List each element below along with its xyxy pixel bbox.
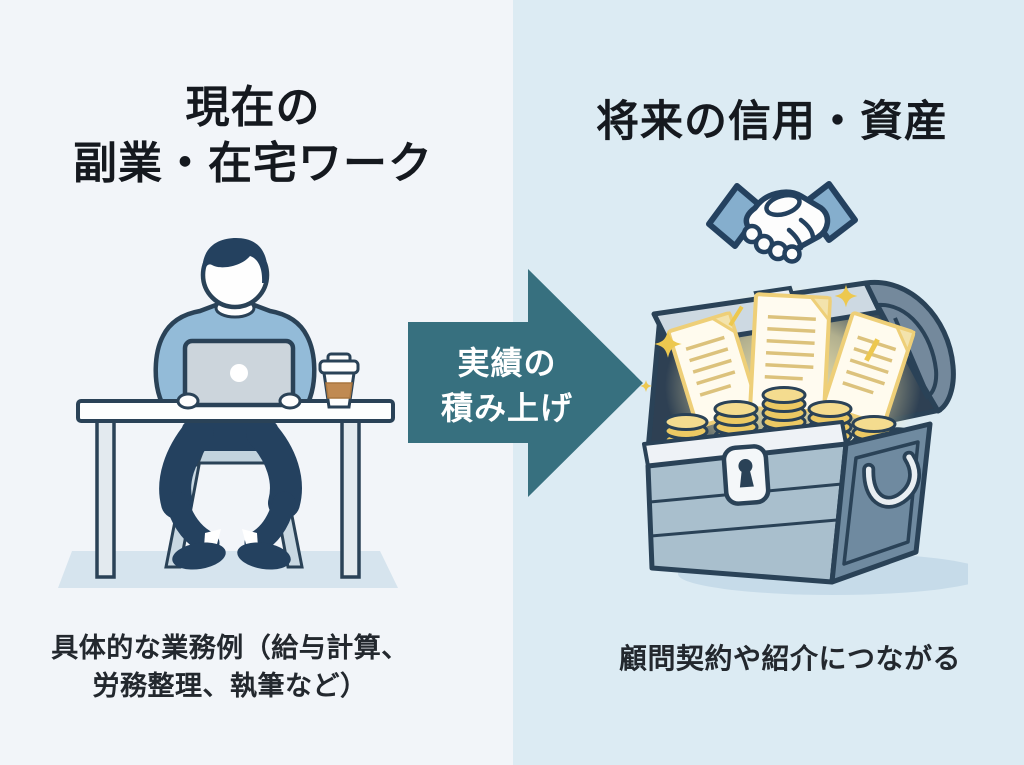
left-caption-line2: 労務整理、執筆など）: [92, 671, 368, 701]
right-arrow-shape: [408, 269, 643, 497]
person-head: [200, 238, 270, 310]
arrow-label-line1: 実績の: [457, 345, 557, 381]
person-at-desk-illustration: [58, 238, 398, 588]
left-title-line2: 副業・在宅ワーク: [73, 139, 433, 188]
chest-handle-icon: [862, 450, 922, 509]
treasure-chest-illustration: [640, 279, 968, 595]
right-panel-caption: 顧問契約や紹介につながる: [618, 643, 961, 674]
contract-documents-icon: [666, 292, 916, 429]
right-panel-title: 将来の信用・資産: [596, 98, 948, 146]
laptop-icon: [176, 338, 302, 410]
left-panel-caption: 具体的な業務例（給与計算、 労務整理、執筆など）: [0, 629, 460, 705]
floor-shadow: [58, 551, 398, 588]
sparkle-icons: [640, 284, 880, 392]
left-caption-line1: 具体的な業務例（給与計算、: [51, 633, 409, 663]
person-legs: [159, 417, 302, 570]
handshake-icon: [706, 181, 858, 264]
coffee-cup-icon: [318, 352, 360, 409]
left-title-line1: 現在の: [185, 83, 321, 132]
desk-legs: [95, 419, 361, 579]
lock-keyhole-icon: [721, 444, 771, 506]
left-panel-title: 現在の 副業・在宅ワーク: [18, 80, 488, 192]
arrow-label: 実績の 積み上げ: [397, 341, 617, 431]
arrow-label-line2: 積み上げ: [440, 390, 573, 426]
